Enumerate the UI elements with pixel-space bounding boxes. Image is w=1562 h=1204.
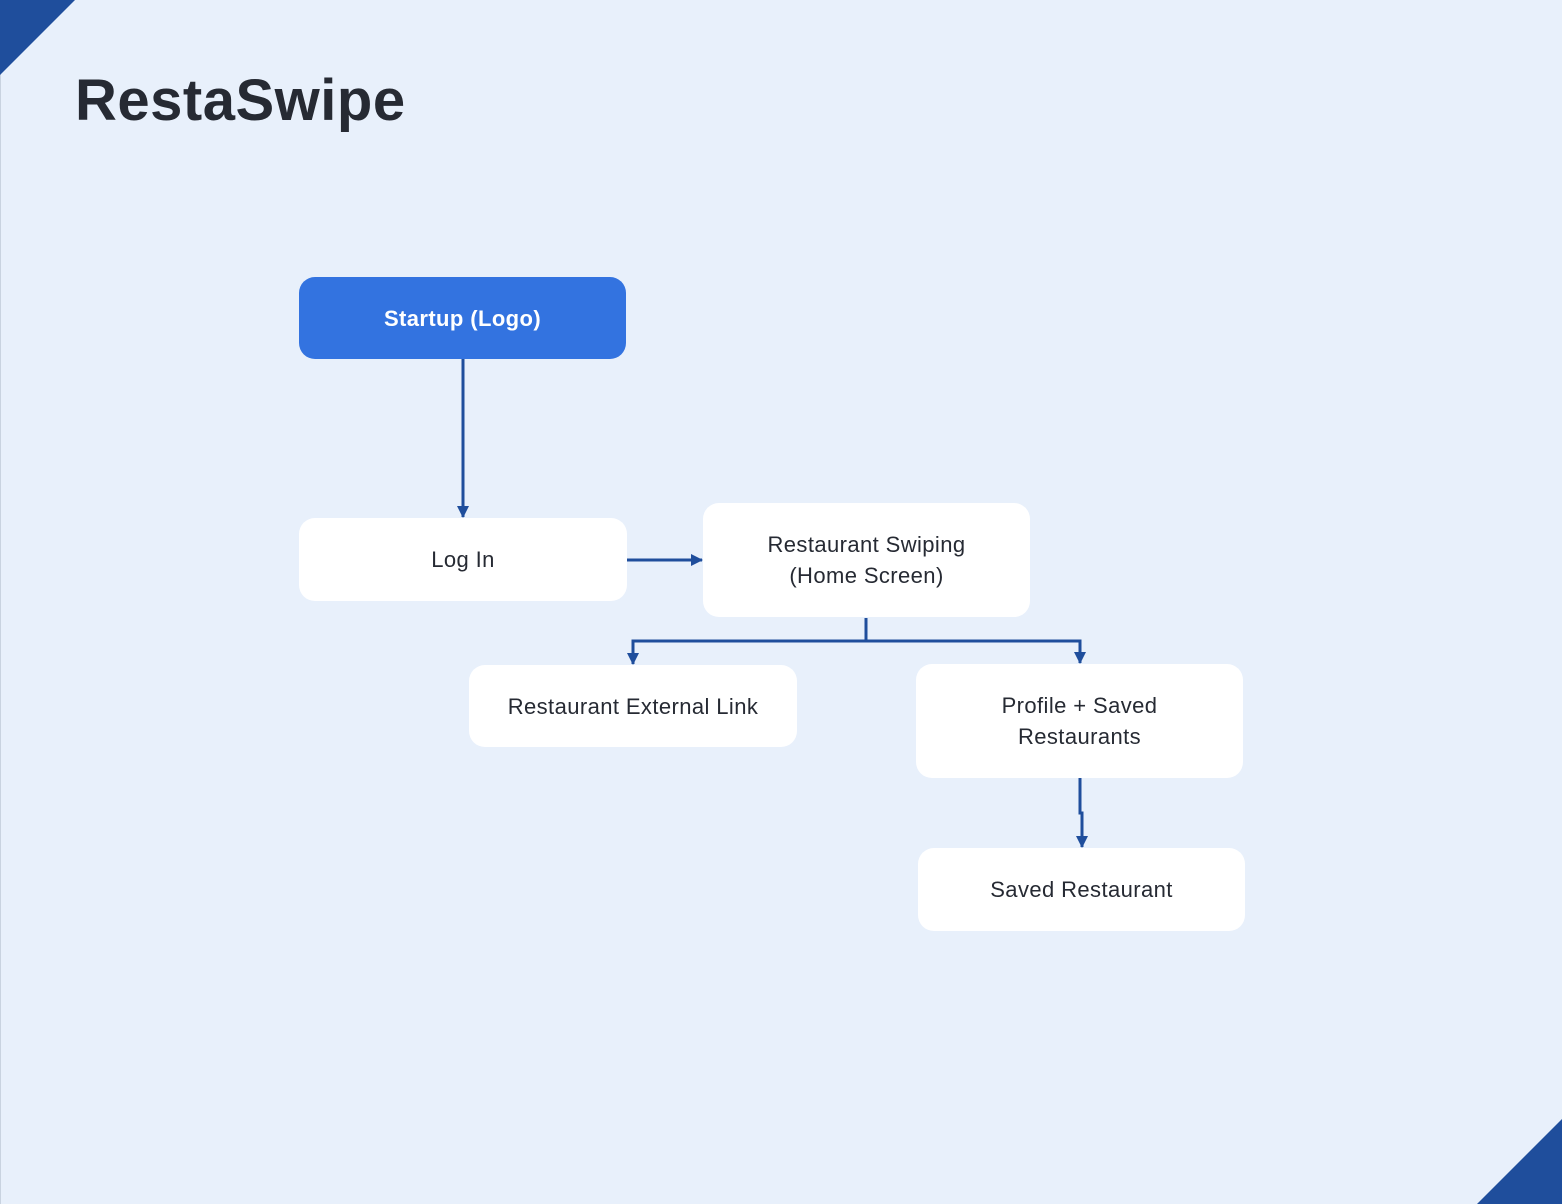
node-startup-label: Startup (Logo)	[383, 305, 542, 331]
node-restaurant-swiping-label: Restaurant Swiping (Home Screen)	[768, 529, 966, 591]
node-login-label: Log In	[431, 547, 495, 572]
node-restaurant-swiping[interactable]: Restaurant Swiping (Home Screen)	[703, 503, 1030, 617]
edge-profile-to-saved-restaurant	[1076, 778, 1088, 848]
edge-swiping-to-external-link	[627, 618, 868, 665]
node-profile-saved-restaurants-label: Profile + Saved Restaurants	[1002, 690, 1158, 752]
node-startup[interactable]: Startup (Logo)	[299, 277, 626, 359]
node-profile-line2: Restaurants	[1017, 724, 1141, 749]
page-title: RestaSwipe	[75, 68, 406, 133]
node-profile-line1: Profile + Saved	[1001, 693, 1158, 718]
corner-accent-top-left	[0, 0, 75, 75]
node-restaurant-swiping-line1: Restaurant Swiping	[767, 532, 966, 557]
node-login[interactable]: Log In	[299, 518, 627, 601]
node-profile-saved-restaurants[interactable]: Profile + Saved Restaurants	[916, 664, 1243, 778]
node-restaurant-external-link[interactable]: Restaurant External Link	[469, 665, 797, 747]
node-saved-restaurant-label: Saved Restaurant	[990, 877, 1173, 902]
node-restaurant-external-link-label: Restaurant External Link	[507, 693, 759, 719]
edge-swiping-to-profile	[866, 639, 1086, 664]
corner-accent-bottom-right	[1477, 1119, 1562, 1204]
node-saved-restaurant[interactable]: Saved Restaurant	[918, 848, 1245, 931]
node-restaurant-swiping-line2: (Home Screen)	[789, 563, 944, 588]
